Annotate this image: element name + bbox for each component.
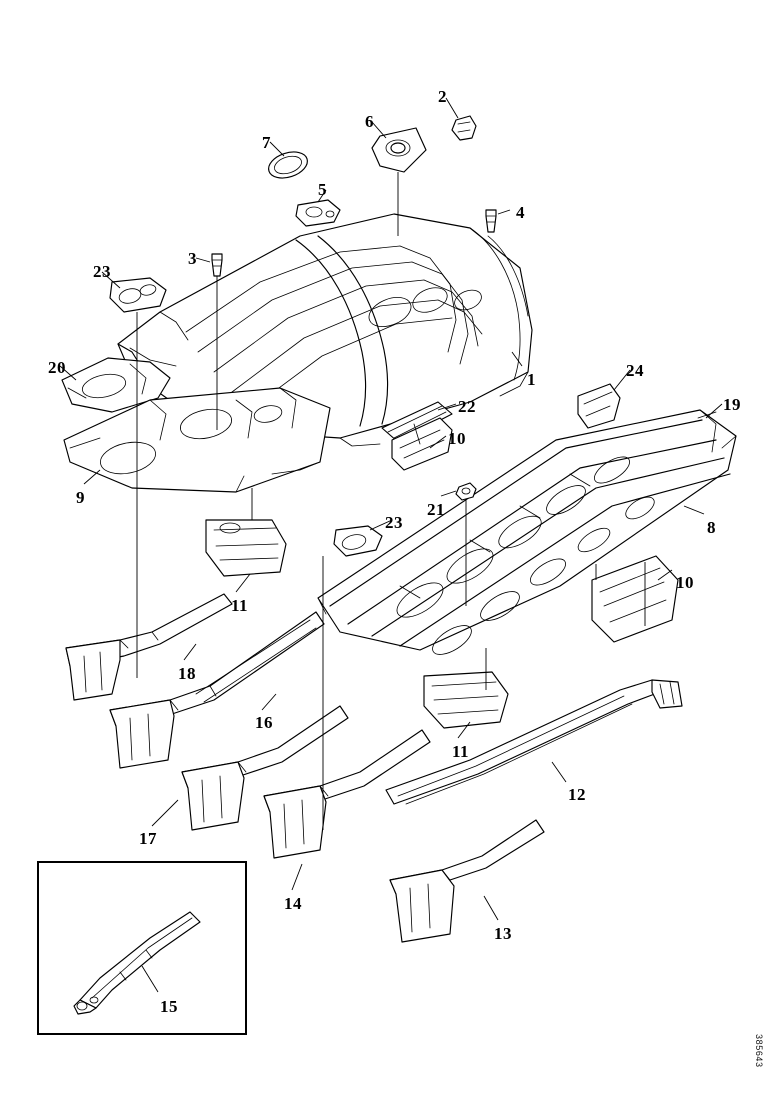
callout-4: 4: [516, 203, 525, 222]
part-20-outrigger: [61, 357, 171, 413]
callout-8: 8: [707, 518, 716, 537]
part-10-rear-bracket: [591, 555, 679, 643]
part-23-plate-upper-left: [109, 277, 167, 313]
part-18-sill-upper-left: [65, 593, 233, 701]
part-16-sill-left: [109, 611, 325, 769]
part-15-member: [73, 911, 201, 1015]
callout-5: 5: [318, 180, 327, 199]
part-11-right-bracket: [423, 671, 509, 729]
callout-23-mid: 23: [385, 513, 403, 532]
callout-3: 3: [188, 249, 197, 268]
callout-17: 17: [139, 829, 157, 848]
part-1-floor-panel: [117, 213, 533, 447]
callout-21: 21: [427, 500, 445, 519]
part-9-floor-reinforcement: [63, 387, 331, 493]
callout-10-front: 10: [448, 429, 466, 448]
callout-9: 9: [76, 488, 85, 507]
callout-11-left: 11: [231, 596, 249, 615]
part-5-plate: [295, 199, 341, 227]
inset-frame: [37, 861, 247, 1035]
part-11-left-bracket: [205, 519, 287, 577]
part-23-plate-mid: [333, 525, 383, 557]
drawing-number-watermark: 385643: [754, 1034, 764, 1068]
part-21-nut: [455, 482, 477, 501]
callout-15: 15: [160, 997, 178, 1016]
callout-6: 6: [365, 112, 374, 131]
part-12-sill-right: [385, 679, 683, 805]
callout-20: 20: [48, 358, 66, 377]
part-24-bracket: [577, 383, 621, 429]
part-8-underbody-assembly: [317, 409, 737, 655]
callout-18: 18: [178, 664, 196, 683]
callout-16: 16: [255, 713, 273, 732]
part-14-sill: [263, 729, 431, 859]
callout-24: 24: [626, 361, 644, 380]
part-17-sill: [181, 705, 349, 831]
part-4-bolt: [485, 209, 497, 233]
callout-11-right: 11: [452, 742, 470, 761]
callout-13: 13: [494, 924, 512, 943]
callout-7: 7: [262, 133, 271, 152]
callout-1: 1: [527, 370, 536, 389]
callout-10-rear: 10: [676, 573, 694, 592]
part-22-rail: [381, 401, 453, 443]
callout-14: 14: [284, 894, 302, 913]
part-3-bolt: [211, 253, 223, 277]
part-13-sill-lower-right: [389, 819, 545, 943]
callout-22: 22: [458, 397, 476, 416]
leader-lines: [59, 97, 723, 993]
part-7-grommet: [268, 151, 308, 179]
part-19-rail-end: [697, 411, 717, 419]
callout-23-upper-left: 23: [93, 262, 111, 281]
part-2-clip: [451, 115, 477, 141]
part-6-mount: [371, 127, 427, 173]
callout-12: 12: [568, 785, 586, 804]
callout-2: 2: [438, 87, 447, 106]
callout-19: 19: [723, 395, 741, 414]
